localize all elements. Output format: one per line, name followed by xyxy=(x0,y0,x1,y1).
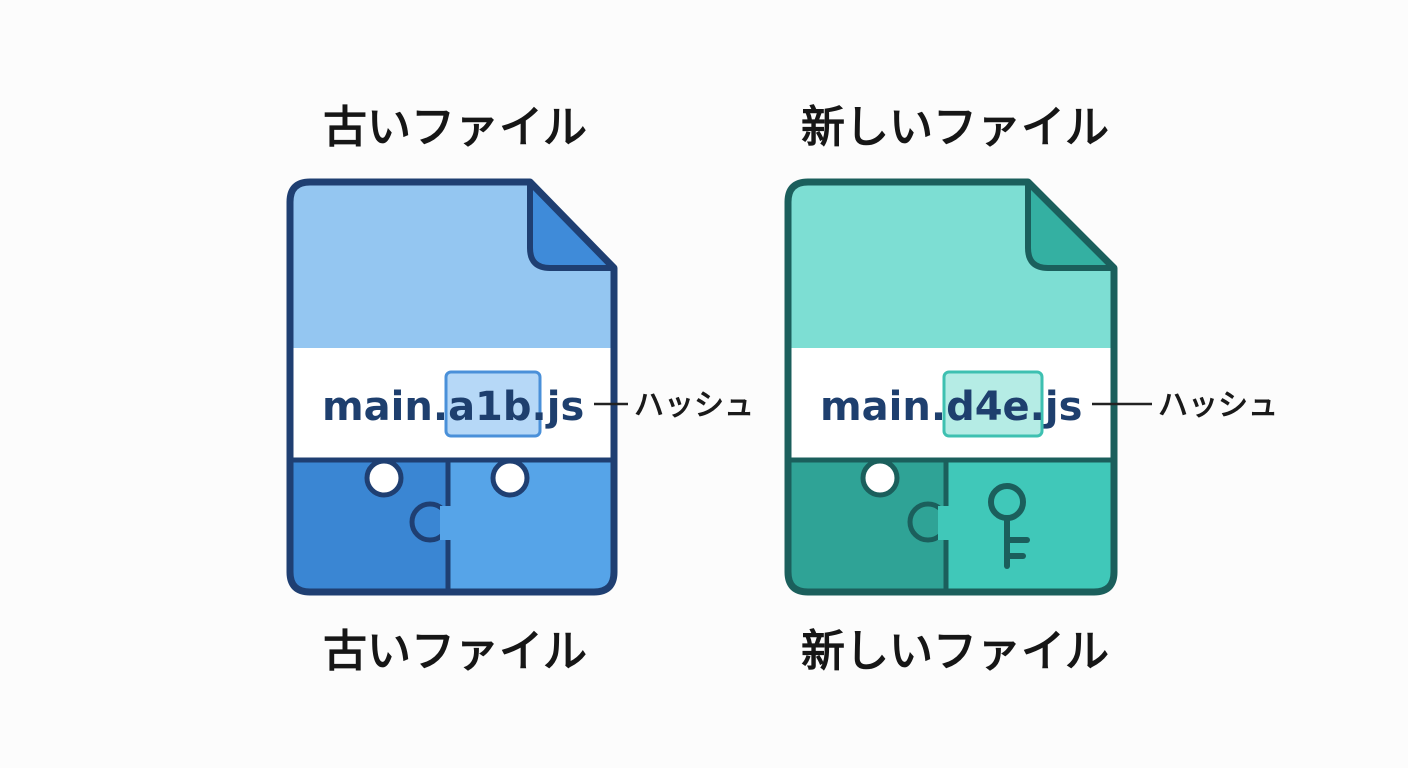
new-puzzle-right xyxy=(946,460,1114,592)
old-puzzle-hole-1 xyxy=(364,458,404,498)
old-hash-label: ハッシュ xyxy=(634,388,754,423)
new-file-title-top: 新しいファイル xyxy=(801,102,1109,153)
old-file-title-top: 古いファイル xyxy=(323,102,587,153)
key-icon xyxy=(988,483,1030,569)
new-hash-highlight xyxy=(942,370,1044,438)
new-filename: main.d4e.js xyxy=(820,384,1082,430)
new-puzzle-hole xyxy=(860,458,900,498)
new-hash-label: ハッシュ xyxy=(1158,388,1278,423)
old-filename: main.a1b.js xyxy=(322,384,584,430)
new-file-title-bottom: 新しいファイル xyxy=(801,626,1109,677)
old-puzzle-right xyxy=(448,460,614,592)
old-file-title-bottom: 古いファイル xyxy=(323,626,587,677)
old-puzzle-hole-2 xyxy=(490,458,530,498)
old-hash-highlight xyxy=(444,370,542,438)
